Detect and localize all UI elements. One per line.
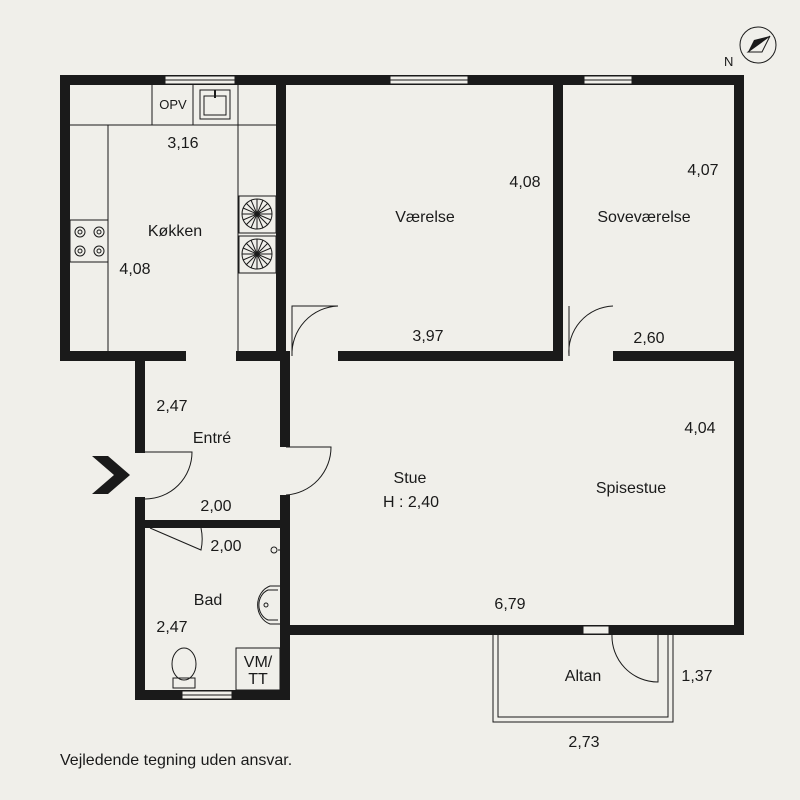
living-width: 6,79 [494, 596, 525, 613]
entry-depth: 2,47 [156, 398, 187, 415]
sink-icon [199, 89, 231, 120]
shower-icon [270, 546, 280, 554]
balcony-door [611, 633, 659, 683]
balcony-width: 2,73 [568, 734, 599, 751]
bedroom-name: Soveværelse [597, 209, 690, 226]
appliance-icon [238, 195, 277, 234]
utility-label-line2: TT [248, 671, 268, 688]
room-width: 3,97 [412, 328, 443, 345]
kitchen-fixture-label: OPV [159, 97, 187, 112]
outer-walls [60, 75, 744, 700]
interior-walls [145, 85, 744, 635]
bedroom-door [568, 305, 614, 357]
bedroom-width: 2,60 [633, 330, 664, 347]
doors [144, 305, 659, 683]
appliance-icon [238, 235, 277, 274]
entrance-arrow-icon [92, 456, 130, 494]
bath-door [149, 527, 203, 551]
entry-width: 2,00 [200, 498, 231, 515]
cooktop-icon [69, 219, 109, 263]
bath-name: Bad [194, 592, 222, 609]
north-label: N [724, 54, 733, 69]
entry-name: Entré [193, 430, 231, 447]
kitchen-counters [70, 85, 276, 351]
bath-fixtures [171, 546, 281, 691]
living-height: H : 2,40 [383, 494, 439, 511]
dining-name: Spisestue [596, 480, 666, 497]
compass-icon [739, 26, 777, 64]
entry-door [144, 451, 193, 500]
windows [164, 75, 633, 700]
utility-label-line1: VM/ [244, 654, 273, 671]
bedroom-depth: 4,07 [687, 162, 718, 179]
balcony-name: Altan [565, 668, 601, 685]
room-depth: 4,08 [509, 174, 540, 191]
room-door [291, 305, 339, 357]
kitchen-width: 3,16 [167, 135, 198, 152]
bath-width: 2,00 [210, 538, 241, 555]
room-name: Værelse [395, 209, 455, 226]
bath-depth: 2,47 [156, 619, 187, 636]
kitchen-depth: 4,08 [119, 261, 150, 278]
toilet-icon [171, 647, 197, 689]
living-door [285, 446, 332, 496]
washbasin-icon [257, 585, 280, 625]
balcony-depth: 1,37 [681, 668, 712, 685]
dining-depth: 4,04 [684, 420, 715, 437]
kitchen-name: Køkken [148, 223, 202, 240]
disclaimer: Vejledende tegning uden ansvar. [60, 752, 292, 769]
living-name: Stue [394, 470, 427, 487]
